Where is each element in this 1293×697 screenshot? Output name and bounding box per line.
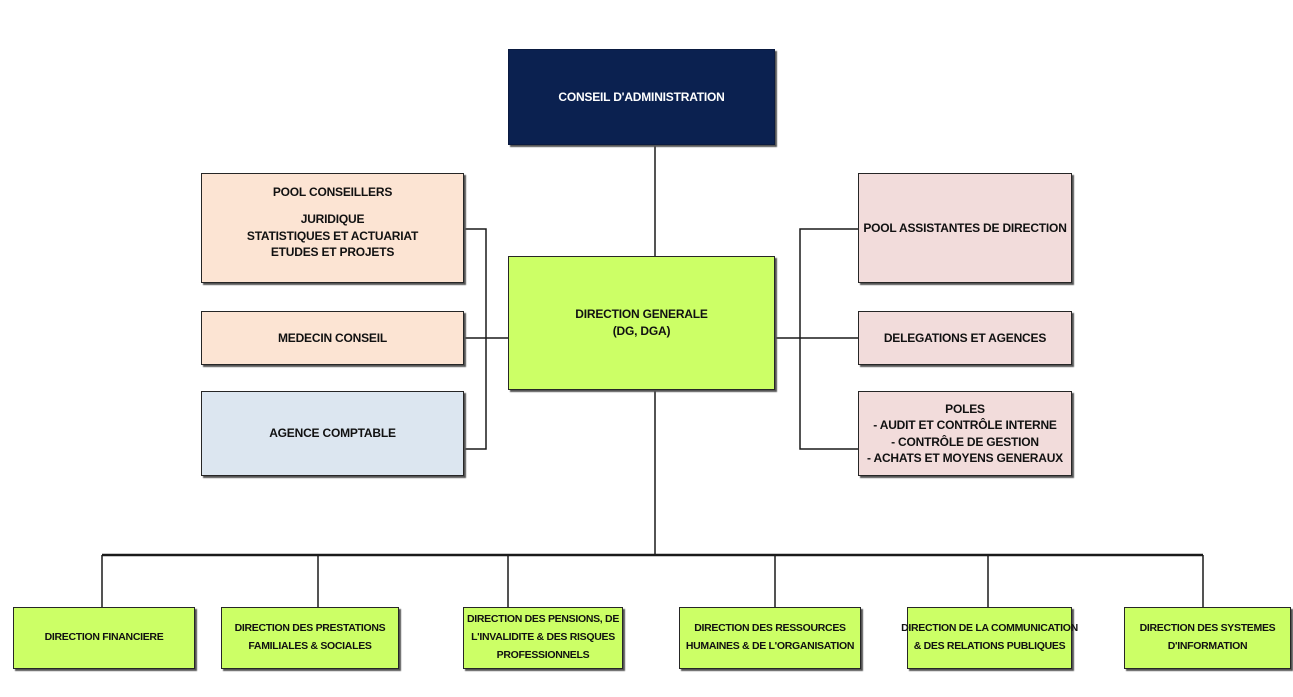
pool-conseillers-item: ETUDES ET PROJETS (270, 245, 395, 260)
direction-line: DIRECTION DES SYSTEMES (1139, 622, 1276, 635)
direction-line: FAMILIALES & SOCIALES (248, 640, 372, 652)
right-bracket (799, 228, 858, 450)
delegations-label: DELEGATIONS ET AGENCES (883, 330, 1047, 345)
board-box: CONSEIL D'ADMINISTRATION (508, 49, 775, 145)
direction-line: D'INFORMATION (1167, 640, 1248, 652)
medecin-conseil-box: MEDECIN CONSEIL (201, 311, 464, 365)
direction-prestations-box: DIRECTION DES PRESTATIONS FAMILIALES & S… (221, 607, 399, 669)
direction-systemes-information-box: DIRECTION DES SYSTEMES D'INFORMATION (1124, 607, 1291, 669)
direction-line: DIRECTION DES PRESTATIONS (234, 622, 386, 635)
direction-line: & DES RELATIONS PUBLIQUES (913, 640, 1066, 652)
pool-conseillers-item: STATISTIQUES ET ACTUARIAT (246, 228, 419, 243)
poles-title: POLES (945, 402, 985, 417)
pool-conseillers-title: POOL CONSEILLERS (272, 185, 393, 199)
left-bracket (464, 228, 487, 450)
medecin-conseil-label: MEDECIN CONSEIL (277, 330, 387, 345)
direction-communication-box: DIRECTION DE LA COMMUNICATION & DES RELA… (901, 607, 1078, 669)
direction-financiere-box: DIRECTION FINANCIERE (13, 607, 195, 669)
pool-conseillers-item: JURIDIQUE (300, 211, 365, 226)
direction-line: HUMAINES & DE L'ORGANISATION (685, 640, 855, 652)
delegations-box: DELEGATIONS ET AGENCES (858, 311, 1072, 365)
general-title: DIRECTION GENERALE (575, 307, 708, 322)
poles-item: - ACHATS ET MOYENS GENERAUX (867, 450, 1063, 465)
pool-assistantes-label: POOL ASSISTANTES DE DIRECTION (863, 220, 1067, 235)
direction-line: DIRECTION FINANCIERE (44, 631, 164, 644)
direction-line: L'INVALIDITE & DES RISQUES (471, 631, 615, 644)
general-direction-box: DIRECTION GENERALE (DG, DGA) (508, 256, 775, 390)
poles-item: - AUDIT ET CONTRÔLE INTERNE (873, 418, 1057, 433)
board-label: CONSEIL D'ADMINISTRATION (558, 89, 725, 104)
poles-item: - CONTRÔLE DE GESTION (891, 434, 1039, 449)
direction-line: DIRECTION DE LA COMMUNICATION (901, 622, 1078, 635)
agence-comptable-box: AGENCE COMPTABLE (201, 391, 464, 476)
direction-line: DIRECTION DES PENSIONS, DE (466, 613, 620, 626)
pool-assistantes-box: POOL ASSISTANTES DE DIRECTION (858, 173, 1072, 283)
direction-line: DIRECTION DES RESSOURCES (694, 622, 846, 635)
direction-pensions-box: DIRECTION DES PENSIONS, DE L'INVALIDITE … (463, 607, 623, 669)
general-subtitle: (DG, DGA) (612, 324, 671, 338)
direction-line: PROFESSIONNELS (496, 648, 590, 661)
agence-comptable-label: AGENCE COMPTABLE (269, 426, 396, 441)
direction-ressources-humaines-box: DIRECTION DES RESSOURCES HUMAINES & DE L… (679, 607, 861, 669)
poles-box: POLES - AUDIT ET CONTRÔLE INTERNE - CONT… (858, 391, 1072, 476)
pool-conseillers-box: POOL CONSEILLERS JURIDIQUE STATISTIQUES … (201, 173, 464, 283)
